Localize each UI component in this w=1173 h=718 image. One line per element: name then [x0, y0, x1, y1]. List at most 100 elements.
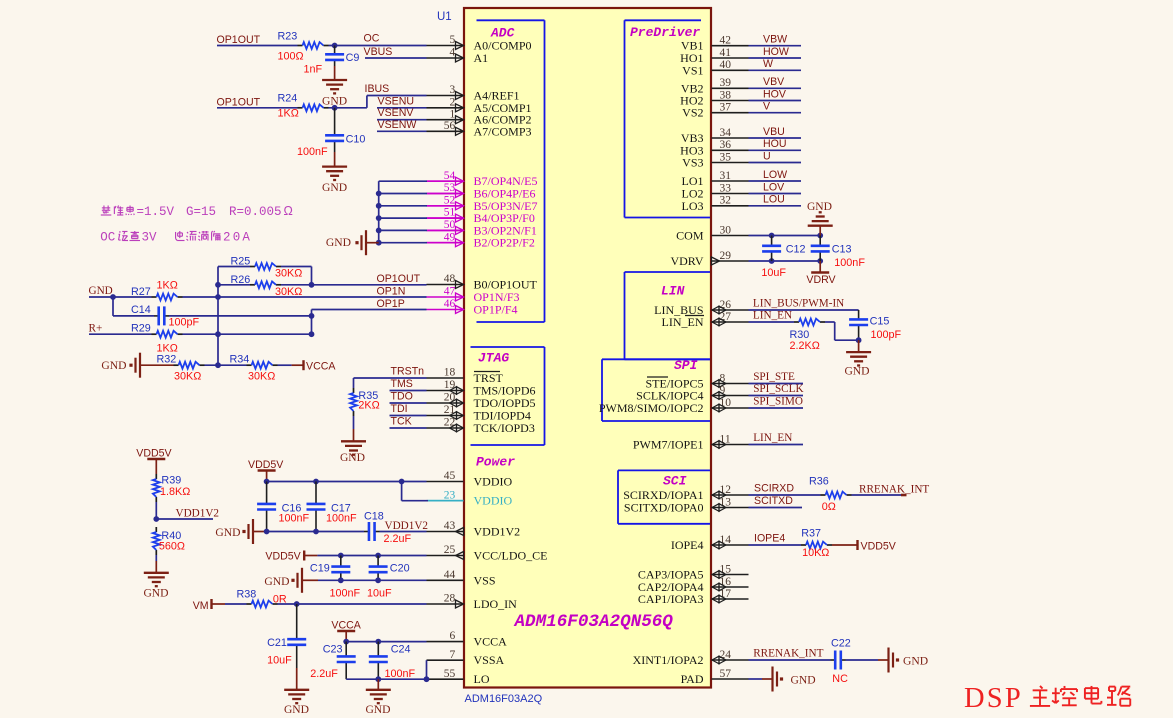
- svg-text:28: 28: [444, 593, 456, 605]
- svg-text:100pF: 100pF: [169, 317, 200, 329]
- svg-text:VDD1V2: VDD1V2: [474, 525, 521, 539]
- svg-text:VSSA: VSSA: [474, 653, 505, 667]
- svg-text:TDI/IOPD4: TDI/IOPD4: [474, 409, 531, 423]
- svg-text:PreDriver: PreDriver: [630, 25, 700, 40]
- svg-text:4: 4: [449, 47, 455, 59]
- svg-text:VCCA: VCCA: [306, 360, 336, 372]
- svg-text:C13: C13: [832, 243, 852, 255]
- svg-text:R38: R38: [237, 589, 257, 601]
- svg-text:GND: GND: [264, 575, 289, 588]
- svg-text:25: 25: [444, 544, 456, 556]
- svg-text:C20: C20: [390, 563, 410, 575]
- svg-text:LIN_EN: LIN_EN: [662, 315, 704, 329]
- svg-text:ADM16F03A2QN56Q: ADM16F03A2QN56Q: [514, 612, 674, 632]
- svg-text:8: 8: [720, 372, 726, 384]
- svg-text:42: 42: [720, 35, 732, 47]
- svg-text:R26: R26: [231, 274, 251, 286]
- svg-text:2.2uF: 2.2uF: [310, 668, 338, 680]
- svg-text:LOU: LOU: [763, 194, 785, 206]
- svg-text:Power: Power: [476, 455, 515, 470]
- svg-text:39: 39: [720, 77, 732, 89]
- svg-text:B2/OP2P/F2: B2/OP2P/F2: [474, 236, 535, 250]
- svg-text:OP1P/F4: OP1P/F4: [474, 303, 518, 317]
- svg-text:R35: R35: [358, 390, 378, 402]
- svg-text:R+: R+: [89, 323, 103, 335]
- svg-text:VCCA: VCCA: [331, 620, 361, 632]
- svg-text:HOW: HOW: [763, 46, 789, 58]
- svg-text:HOU: HOU: [763, 138, 787, 150]
- svg-text:52: 52: [444, 194, 456, 206]
- svg-text:IOPE4: IOPE4: [671, 538, 704, 552]
- svg-text:B7/OP4N/E5: B7/OP4N/E5: [474, 174, 538, 188]
- svg-text:23: 23: [444, 489, 456, 501]
- svg-text:B0/OP1OUT: B0/OP1OUT: [474, 278, 538, 292]
- svg-text:HO2: HO2: [680, 94, 703, 108]
- svg-text:SCIRXD: SCIRXD: [754, 483, 794, 495]
- svg-text:0R: 0R: [273, 593, 287, 605]
- svg-text:R36: R36: [809, 476, 829, 488]
- svg-text:17: 17: [720, 588, 732, 600]
- svg-text:PWM7/IOPE1: PWM7/IOPE1: [633, 438, 704, 452]
- svg-text:Ω: Ω: [284, 204, 293, 218]
- svg-text:SCIRXD/IOPA1: SCIRXD/IOPA1: [623, 488, 703, 502]
- svg-text:2KΩ: 2KΩ: [358, 400, 379, 412]
- svg-text:GND: GND: [365, 703, 390, 716]
- svg-text:21: 21: [444, 404, 456, 416]
- svg-text:41: 41: [720, 47, 732, 59]
- svg-text:100nF: 100nF: [834, 257, 865, 269]
- svg-text:44: 44: [444, 569, 456, 581]
- svg-text:RRENAK_INT: RRENAK_INT: [753, 648, 823, 660]
- svg-text:VB2: VB2: [681, 81, 704, 95]
- svg-text:11: 11: [720, 433, 731, 445]
- svg-text:LIN_EN: LIN_EN: [753, 310, 792, 322]
- svg-text:OP1OUT: OP1OUT: [217, 34, 261, 46]
- svg-text:100pF: 100pF: [871, 329, 902, 341]
- svg-text:5: 5: [449, 34, 455, 46]
- svg-text:VM: VM: [193, 600, 209, 612]
- svg-text:VDD1V2: VDD1V2: [385, 520, 429, 532]
- svg-text:57: 57: [720, 668, 732, 680]
- svg-text:IOPE4: IOPE4: [754, 533, 785, 545]
- svg-text:12: 12: [720, 484, 732, 496]
- svg-text:10uF: 10uF: [761, 267, 786, 279]
- svg-text:19: 19: [444, 379, 456, 391]
- svg-text:10uF: 10uF: [367, 588, 392, 600]
- svg-text:LO2: LO2: [682, 187, 704, 201]
- svg-text:55: 55: [444, 668, 456, 680]
- svg-text:R32: R32: [157, 354, 177, 366]
- svg-text:VBV: VBV: [763, 76, 785, 88]
- svg-text:R29: R29: [131, 323, 151, 335]
- svg-text:C9: C9: [346, 52, 360, 64]
- svg-text:HOV: HOV: [763, 88, 787, 100]
- svg-text:VS1: VS1: [682, 63, 703, 77]
- svg-text:G=15: G=15: [186, 205, 216, 219]
- svg-text:LIN_BUS/PWM-IN: LIN_BUS/PWM-IN: [753, 298, 844, 310]
- svg-text:GND: GND: [903, 654, 928, 667]
- svg-text:VS2: VS2: [682, 106, 703, 120]
- svg-text:LO3: LO3: [682, 199, 704, 213]
- svg-text:1nF: 1nF: [304, 64, 323, 76]
- svg-text:VS3: VS3: [682, 156, 703, 170]
- svg-text:100nF: 100nF: [297, 146, 328, 158]
- svg-text:A6/COMP2: A6/COMP2: [474, 113, 532, 127]
- svg-text:35: 35: [720, 151, 732, 163]
- svg-text:VB1: VB1: [681, 39, 704, 53]
- svg-text:3: 3: [449, 84, 455, 96]
- svg-text:TRST: TRST: [474, 371, 504, 385]
- svg-text:51: 51: [444, 207, 456, 219]
- svg-text:C23: C23: [323, 643, 343, 655]
- svg-text:16: 16: [720, 576, 732, 588]
- svg-text:LIN: LIN: [661, 284, 685, 299]
- svg-text:C21: C21: [267, 637, 287, 649]
- svg-text:GND: GND: [326, 236, 351, 249]
- svg-text:10KΩ: 10KΩ: [802, 547, 829, 559]
- svg-text:OP1N/F3: OP1N/F3: [474, 290, 520, 304]
- svg-text:XINT1/IOPA2: XINT1/IOPA2: [633, 653, 704, 667]
- svg-text:B5/OP3N/E7: B5/OP3N/E7: [474, 199, 538, 213]
- svg-text:CAP2/IOPA4: CAP2/IOPA4: [638, 580, 704, 594]
- svg-text:PAD: PAD: [681, 672, 704, 686]
- svg-text:TDI: TDI: [391, 403, 408, 415]
- svg-text:20: 20: [444, 392, 456, 404]
- svg-text:VDD5V: VDD5V: [265, 551, 301, 563]
- svg-text:VBUS: VBUS: [364, 46, 393, 58]
